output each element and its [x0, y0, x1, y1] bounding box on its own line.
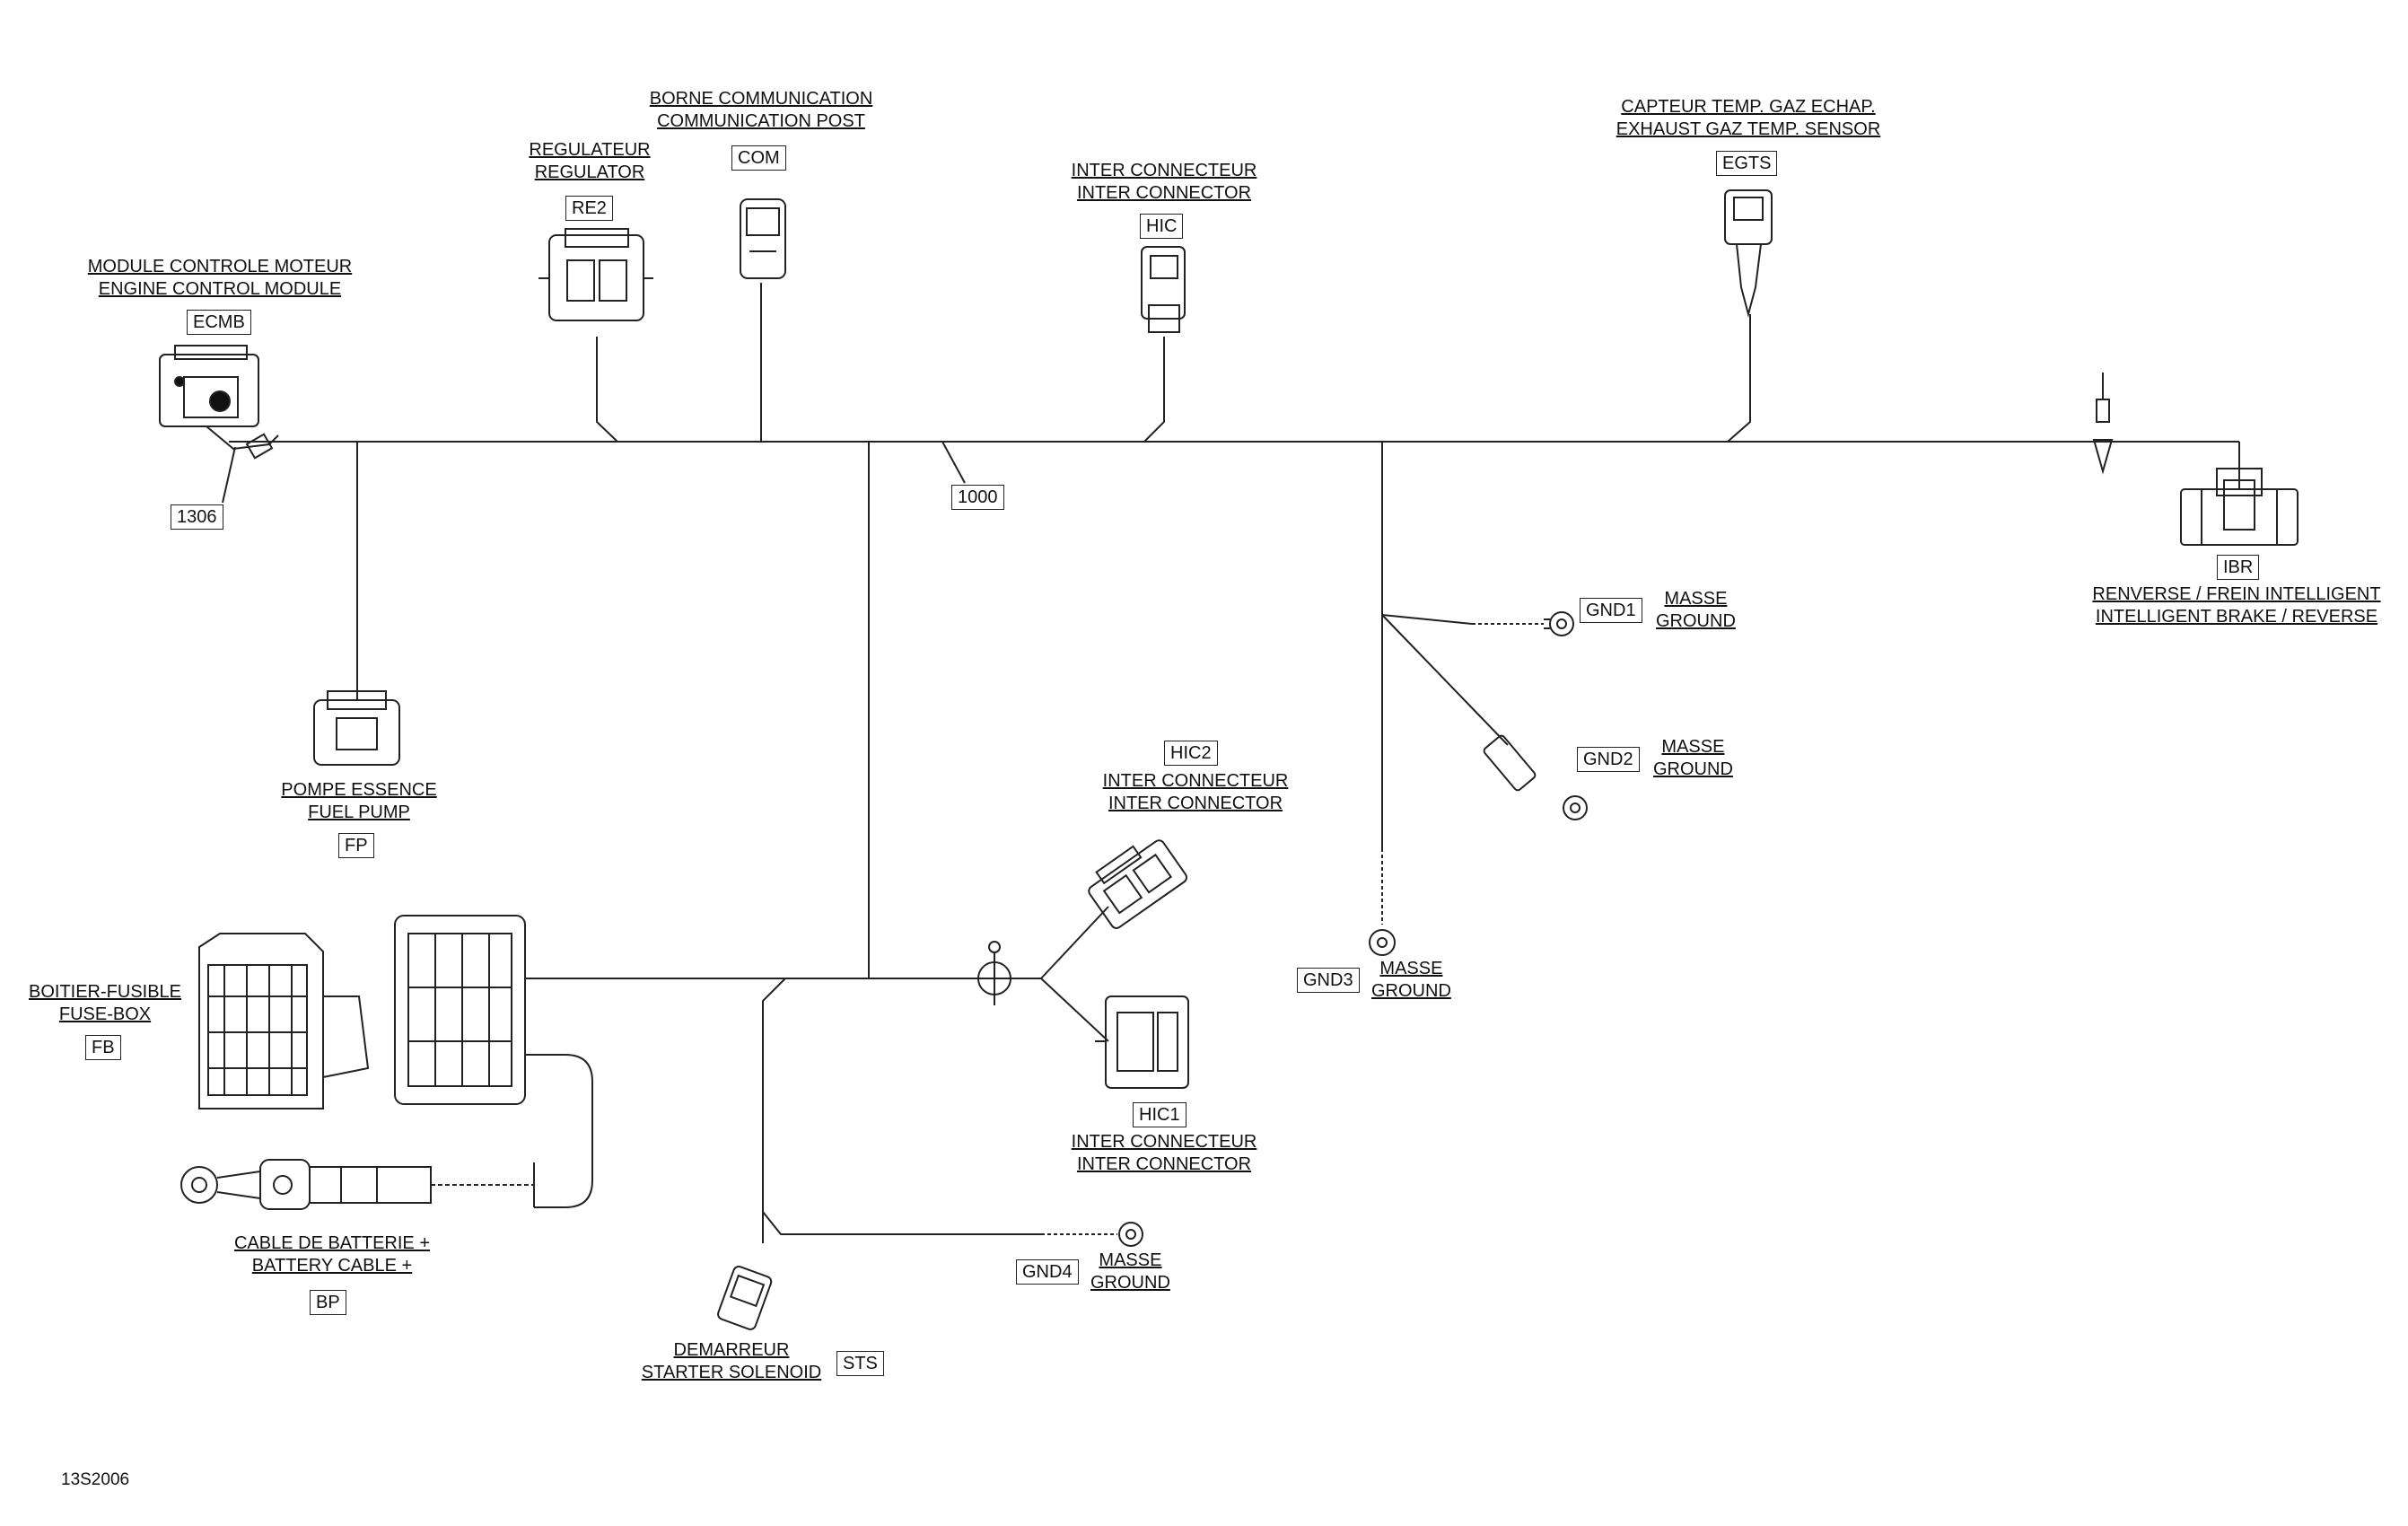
fb-code: FB	[85, 1035, 121, 1060]
fusebox-icon	[198, 915, 526, 1109]
gnd1-label-fr: MASSE	[1664, 589, 1728, 609]
gnd2-terminal-icon	[1483, 734, 1588, 820]
c1306-leader	[222, 446, 236, 504]
figure-id: 13S2006	[61, 1470, 130, 1489]
hic-label-fr: INTER CONNECTEUR	[1071, 161, 1257, 180]
hic2-label: INTER CONNECTEUR INTER CONNECTOR	[1103, 770, 1289, 815]
ecmb-code: ECMB	[187, 310, 251, 335]
gnd1-wire	[1381, 614, 1473, 625]
gnd3-label-en: GROUND	[1371, 981, 1451, 1001]
hic1-code: HIC1	[1133, 1102, 1186, 1127]
battery-cable	[525, 1054, 593, 1208]
ecmb-connector-icon	[159, 345, 279, 460]
sts-connector-icon	[717, 1265, 773, 1330]
gnd2-label-en: GROUND	[1653, 759, 1733, 779]
egts-sensor-icon	[1724, 189, 1773, 318]
sts-label-fr: DEMARREUR	[673, 1340, 790, 1360]
gnd1-label-en: GROUND	[1656, 611, 1736, 631]
ecmb-label-fr: MODULE CONTROLE MOTEUR	[87, 257, 353, 276]
gnd4-label-fr: MASSE	[1099, 1250, 1162, 1270]
com-label-en: COMMUNICATION POST	[657, 111, 865, 131]
bp-label-en: BATTERY CABLE +	[251, 1256, 413, 1276]
re2-code: RE2	[565, 196, 613, 221]
gnd4-terminal-icon	[1118, 1222, 1143, 1247]
egts-label: CAPTEUR TEMP. GAZ ECHAP. EXHAUST GAZ TEM…	[1616, 96, 1881, 141]
gnd3-terminal-icon	[1369, 929, 1396, 956]
gnd2-label-fr: MASSE	[1661, 737, 1725, 757]
gnd3-label: MASSE GROUND	[1371, 958, 1451, 1003]
hic-code: HIC	[1140, 214, 1184, 239]
hic1-label-fr: INTER CONNECTEUR	[1071, 1132, 1257, 1152]
egts-label-fr: CAPTEUR TEMP. GAZ ECHAP.	[1621, 97, 1876, 117]
hic2-label-fr: INTER CONNECTEUR	[1102, 771, 1289, 791]
gnd3-label-fr: MASSE	[1379, 959, 1443, 978]
egts-branch-wire	[1727, 314, 1751, 443]
re2-label-en: REGULATOR	[534, 162, 645, 182]
ibr-code: IBR	[2217, 555, 2260, 580]
hic1-connector-icon	[1095, 995, 1189, 1089]
bp-label: CABLE DE BATTERIE + BATTERY CABLE +	[234, 1232, 430, 1277]
sts-code: STS	[836, 1351, 884, 1376]
starter-branch-wire	[762, 978, 786, 1243]
gnd4-branch-wire	[762, 1211, 1041, 1235]
c1306-code: 1306	[171, 504, 223, 530]
hic2-label-en: INTER CONNECTOR	[1108, 794, 1283, 813]
ecmb-label-en: ENGINE CONTROL MODULE	[98, 279, 342, 299]
gnd3-code: GND3	[1297, 968, 1360, 993]
re2-connector-icon	[539, 228, 653, 321]
egts-label-en: EXHAUST GAZ TEMP. SENSOR	[1616, 119, 1881, 139]
harness-1000-leader	[941, 441, 966, 484]
hic-label: INTER CONNECTEUR INTER CONNECTOR	[1072, 160, 1257, 205]
battery-terminal-icon	[180, 1159, 432, 1210]
re2-branch-wire	[596, 337, 618, 443]
fb-label-fr: BOITIER-FUSIBLE	[28, 982, 182, 1002]
com-connector-icon	[740, 198, 786, 279]
gnd1-code: GND1	[1580, 598, 1642, 623]
re2-label-fr: REGULATEUR	[529, 140, 651, 160]
gnd1-label: MASSE GROUND	[1656, 588, 1736, 633]
ibr-connector-icon	[2180, 468, 2299, 546]
hic1-label-en: INTER CONNECTOR	[1076, 1154, 1252, 1174]
ibr-label: RENVERSE / FREIN INTELLIGENT INTELLIGENT…	[2092, 583, 2380, 628]
fp-label: POMPE ESSENCE FUEL PUMP	[281, 779, 436, 824]
gnd4-code: GND4	[1016, 1259, 1079, 1285]
gnd4-label-en: GROUND	[1090, 1273, 1170, 1293]
gnd1-terminal-icon	[1544, 611, 1574, 636]
fb-label-en: FUSE-BOX	[58, 1004, 152, 1024]
hic-label-en: INTER CONNECTOR	[1076, 183, 1252, 203]
hic1-branch-wire	[1040, 978, 1109, 1042]
ecmb-label: MODULE CONTROLE MOTEUR ENGINE CONTROL MO…	[88, 256, 352, 301]
gnd2-wire	[1381, 614, 1509, 746]
gnd2-code: GND2	[1577, 747, 1640, 772]
fb-label: BOITIER-FUSIBLE FUSE-BOX	[29, 981, 181, 1026]
hic-branch-wire	[1143, 337, 1165, 443]
fp-code: FP	[338, 833, 374, 858]
hic1-label: INTER CONNECTEUR INTER CONNECTOR	[1072, 1131, 1257, 1176]
re2-label: REGULATEUR REGULATOR	[529, 139, 650, 184]
fp-label-en: FUEL PUMP	[308, 802, 410, 822]
ibr-label-en: INTELLIGENT BRAKE / REVERSE	[2095, 607, 2378, 627]
hic2-connector-icon	[1088, 839, 1188, 929]
ibr-probe-icon	[2092, 373, 2114, 475]
ibr-label-fr: RENVERSE / FREIN INTELLIGENT	[2092, 584, 2381, 604]
com-code: COM	[731, 145, 786, 171]
fp-connector-icon	[313, 690, 400, 766]
com-label-fr: BORNE COMMUNICATION	[649, 89, 873, 109]
egts-code: EGTS	[1716, 151, 1778, 176]
split-junction-icon	[977, 941, 1011, 1005]
hic2-code: HIC2	[1164, 741, 1218, 766]
com-label: BORNE COMMUNICATION COMMUNICATION POST	[650, 88, 873, 133]
harness-code: 1000	[951, 485, 1004, 510]
hic2-branch-wire	[1040, 906, 1109, 979]
bp-label-fr: CABLE DE BATTERIE +	[233, 1233, 431, 1253]
sts-label-en: STARTER SOLENOID	[641, 1363, 822, 1382]
fp-label-fr: POMPE ESSENCE	[281, 780, 437, 800]
hic-connector-icon	[1141, 246, 1186, 333]
gnd2-label: MASSE GROUND	[1653, 736, 1733, 781]
gnd4-label: MASSE GROUND	[1090, 1250, 1170, 1294]
bp-code: BP	[310, 1290, 346, 1315]
sts-label: DEMARREUR STARTER SOLENOID	[642, 1339, 821, 1384]
